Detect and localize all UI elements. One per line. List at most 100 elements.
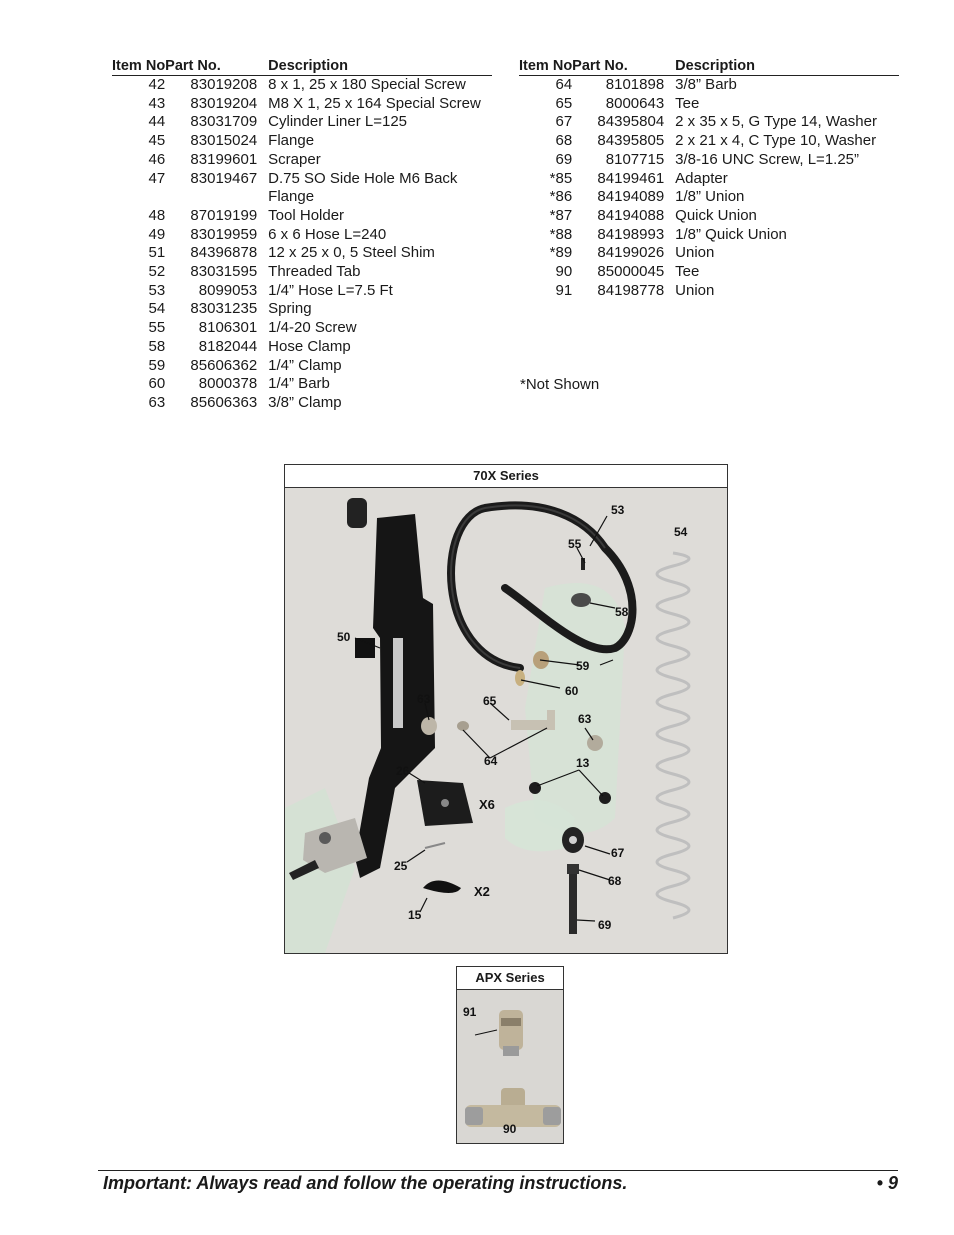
description-cell: Tee [675, 263, 700, 281]
callout-91: 91 [463, 1005, 477, 1019]
part-no-cell: 84395804 [597, 113, 665, 131]
part-no-cell: 83019467 [190, 169, 258, 187]
part-no-cell: 8182044 [198, 337, 258, 355]
part-no-cell: 84198993 [597, 225, 665, 243]
description-cell: 1/4-20 Screw [268, 319, 357, 337]
part-no-cell: 84194089 [597, 188, 665, 206]
item-no-cell: 91 [555, 281, 573, 299]
description-cell: 12 x 25 x 0, 5 Steel Shim [268, 244, 435, 262]
item-no-cell: 51 [148, 244, 166, 262]
item-no-cell: 59 [148, 356, 166, 374]
part-no-cell: 83199601 [190, 150, 258, 168]
callout-90: 90 [503, 1122, 517, 1136]
header-part-no: Part No. [572, 58, 665, 76]
figure-70x-series: 70X Series [284, 464, 728, 954]
callout-x2: X2 [474, 884, 490, 899]
figure-apx-title: APX Series [457, 967, 563, 990]
description-cell: D.75 SO Side Hole M6 Back [268, 169, 458, 187]
item-no-cell: 68 [555, 132, 573, 150]
table-header-row: Item No Part No. Description [112, 58, 492, 76]
item-no-cell: *85 [549, 169, 573, 187]
table-row: 47 83019467 D.75 SO Side Hole M6 Back [112, 170, 492, 189]
callout-15: 15 [408, 908, 422, 922]
part-no-cell: 8099053 [198, 281, 258, 299]
callout-64: 64 [484, 754, 498, 768]
description-cell: Hose Clamp [268, 337, 351, 355]
description-cell: 3/8-16 UNC Screw, L=1.25” [675, 150, 860, 168]
item-no-cell: *88 [549, 225, 573, 243]
description-cell: Union [675, 244, 715, 262]
figure-70x-photo: 53 55 54 58 50 59 60 63 65 63 64 13 26 X… [285, 488, 727, 953]
item-no-cell: 64 [555, 76, 573, 93]
part-no-cell: 83019959 [190, 225, 258, 243]
description-cell: Flange [268, 132, 315, 150]
not-shown-note: *Not Shown [520, 376, 600, 393]
part-no-cell [165, 188, 257, 207]
figure-apx-series: APX Series 91 90 [456, 966, 564, 1144]
description-cell: 6 x 6 Hose L=240 [268, 225, 387, 243]
part-no-cell: 84395805 [597, 132, 665, 150]
description-cell: 1/4” Barb [268, 375, 330, 393]
description-cell: 1/8” Quick Union [675, 225, 787, 243]
footer-divider [98, 1170, 898, 1171]
header-description: Description [257, 58, 492, 76]
table-header-row: Item No Part No. Description [519, 58, 899, 76]
item-no-cell: 45 [148, 132, 166, 150]
part-no-cell: 8106301 [198, 319, 258, 337]
table-row: *88 84198993 1/8” Quick Union [519, 226, 899, 245]
item-no-cell: 47 [148, 169, 166, 187]
part-no-cell: 8107715 [605, 150, 665, 168]
callout-55: 55 [568, 537, 582, 551]
part-no-cell: 8101898 [605, 76, 665, 93]
item-no-cell: *89 [549, 244, 573, 262]
item-no-cell: 54 [148, 300, 166, 318]
part-no-cell: 84198778 [597, 281, 665, 299]
callout-68: 68 [608, 874, 622, 888]
callout-25: 25 [394, 859, 408, 873]
description-cell: 2 x 35 x 5, G Type 14, Washer [675, 113, 877, 131]
description-cell: Adapter [675, 169, 728, 187]
header-item-no: Item No [112, 58, 166, 76]
callout-50: 50 [337, 630, 351, 644]
item-no-cell: *86 [549, 188, 573, 206]
item-no-cell: 42 [148, 76, 166, 93]
item-no-cell [112, 188, 165, 207]
apx-parts-illustration [457, 990, 563, 1143]
callout-60: 60 [565, 684, 579, 698]
description-cell: 8 x 1, 25 x 180 Special Screw [268, 76, 466, 93]
description-cell: Union [675, 281, 715, 299]
callout-54: 54 [674, 525, 688, 539]
footer-notice: Important: Always read and follow the op… [103, 1173, 628, 1193]
description-cell: Quick Union [675, 206, 757, 224]
figure-apx-photo: 91 90 [457, 990, 563, 1143]
part-no-cell: 8000378 [198, 375, 258, 393]
callout-63-left: 63 [417, 692, 431, 706]
part-no-cell: 85606362 [190, 356, 258, 374]
item-no-cell: 44 [148, 113, 166, 131]
description-cell: 3/8” Clamp [268, 393, 342, 411]
item-no-cell: 43 [148, 94, 166, 112]
item-no-cell: *87 [549, 206, 573, 224]
description-cell: 3/8” Barb [675, 76, 737, 93]
part-no-cell: 85000045 [597, 263, 665, 281]
description-cell: 1/4” Hose L=7.5 Ft [268, 281, 393, 299]
description-cell: Threaded Tab [268, 263, 361, 281]
item-no-cell: 52 [148, 263, 166, 281]
parts-table-right: Item No Part No. Description 64 8101898 3/… [519, 58, 899, 300]
